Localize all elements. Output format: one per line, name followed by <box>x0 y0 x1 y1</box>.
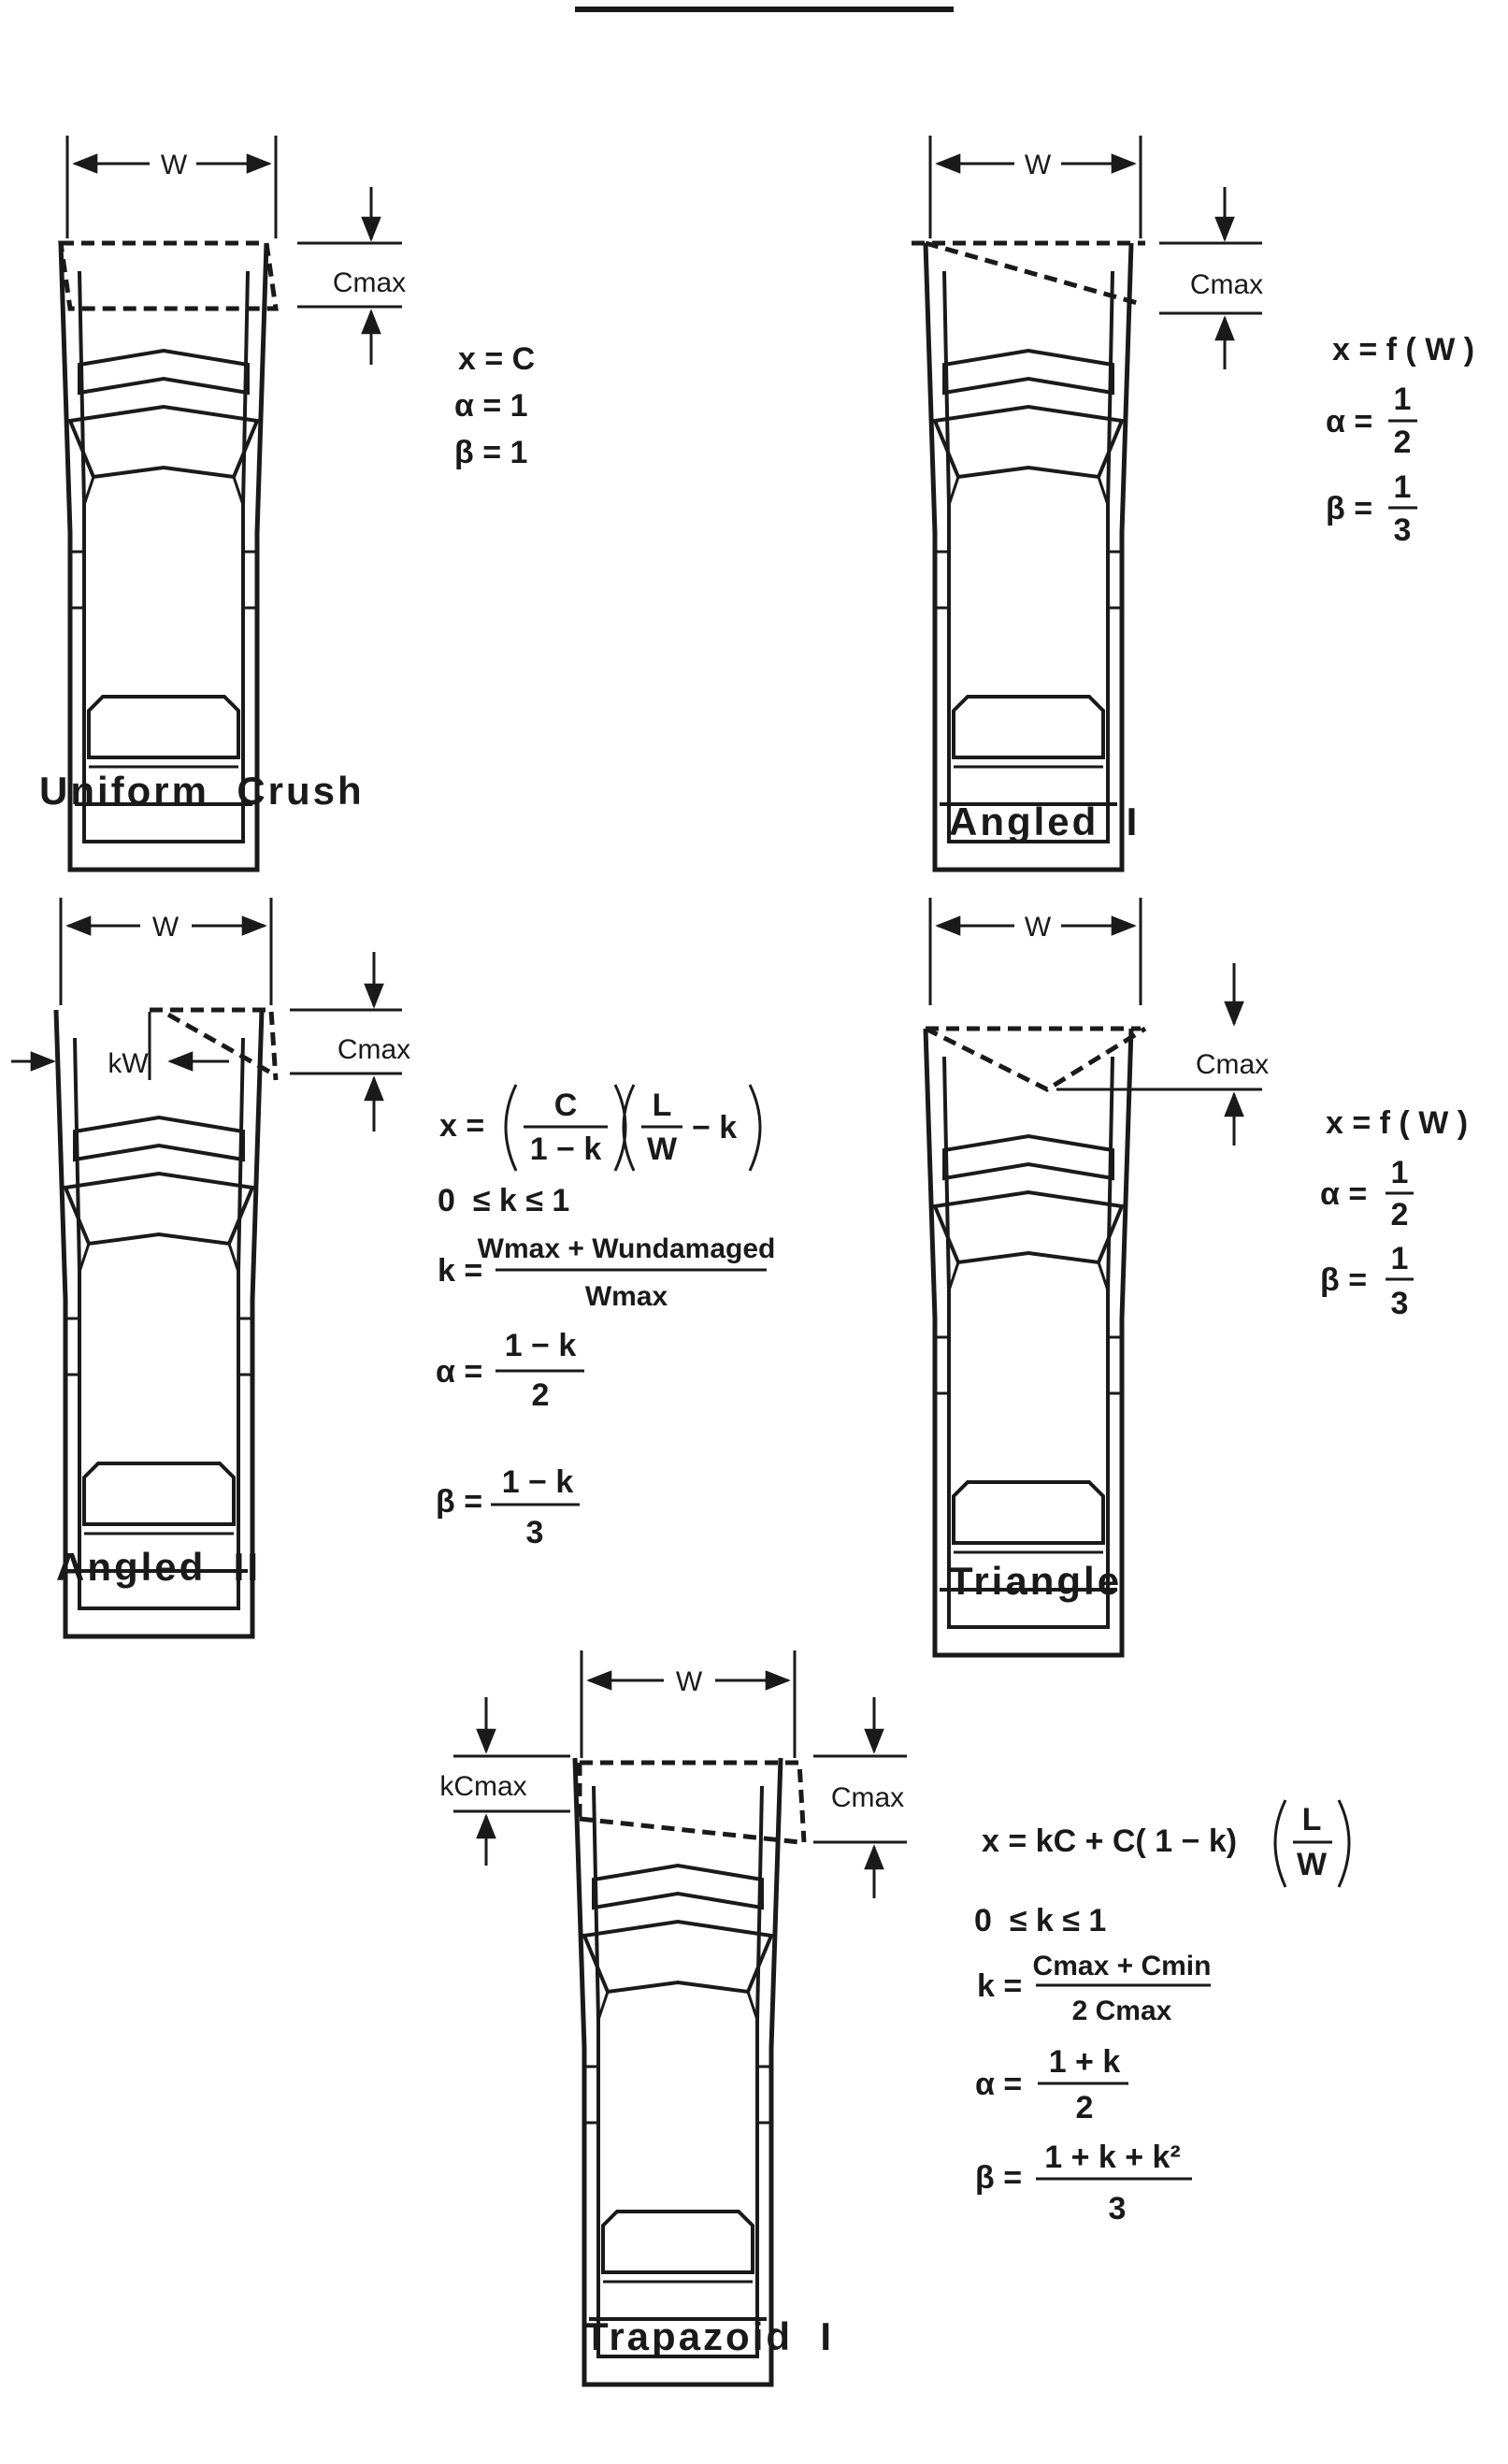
trapezoid-1-dimensions: W kCmax Cmax <box>439 1650 907 1898</box>
left-paren <box>622 1084 636 1172</box>
crush-zone-outline <box>912 240 1145 307</box>
eq-alpha-lhs: α = <box>1326 404 1372 439</box>
eq-beta-den: 3 <box>1394 512 1412 548</box>
eq-beta-den: 3 <box>1391 1286 1409 1321</box>
eq-x: x = C <box>458 341 535 377</box>
width-label: W <box>676 1666 703 1697</box>
eq-k-lhs: k = <box>977 1968 1022 2004</box>
width-label: W <box>1025 912 1052 943</box>
width-label: W <box>161 150 188 180</box>
eq-beta: β = 1 <box>454 435 527 470</box>
cmax-label: Cmax <box>1196 1049 1269 1080</box>
uniform-crush-equations: x = C α = 1 β = 1 <box>454 341 535 470</box>
eq-beta-lhs: β = <box>436 1484 482 1520</box>
kcmax-label: kCmax <box>439 1771 526 1802</box>
cmax-label: Cmax <box>333 267 406 298</box>
uniform-crush-dimensions: W Cmax <box>65 136 406 365</box>
trapezoid-1-caption: Trapazoid I <box>584 2314 834 2358</box>
eq-k-num: Cmax + Cmin <box>1033 1951 1212 1981</box>
width-label: W <box>152 912 180 943</box>
eq-alpha-num: 1 <box>1394 382 1412 417</box>
eq-minus-k: − k <box>692 1110 737 1146</box>
eq-beta-lhs: β = <box>1320 1262 1367 1298</box>
eq-beta-lhs: β = <box>1326 491 1372 526</box>
kw-label: kW <box>108 1048 149 1079</box>
eq-alpha-den: 2 <box>1394 425 1412 460</box>
eq-alpha: α = 1 <box>454 388 528 424</box>
eq-alpha-den: 2 <box>1076 2090 1094 2125</box>
uniform-crush-caption: Uniform Crush <box>39 769 365 813</box>
eq-k-den: Wmax <box>585 1281 668 1312</box>
eq-alpha-lhs: α = <box>1320 1176 1367 1212</box>
right-paren <box>748 1084 762 1172</box>
angled-1-equations: x = f ( W ) α = 1 2 β = 1 3 <box>1326 332 1474 548</box>
angled-1-panel <box>912 240 1145 870</box>
car-outline <box>575 1758 781 2385</box>
car-outline <box>926 243 1131 870</box>
trapezoid-1-equations: x = kC + C( 1 − k) L W 0 ≤ k ≤ 1 k = Cma… <box>974 1799 1351 2226</box>
left-paren <box>1273 1799 1287 1888</box>
angled-1-dimensions: W Cmax <box>928 136 1263 369</box>
eq-x: x = f ( W ) <box>1332 332 1474 367</box>
eq-c: C <box>554 1088 578 1123</box>
uniform-crush-panel <box>58 240 279 870</box>
eq-beta-num: 1 − k <box>502 1464 574 1500</box>
right-paren <box>1337 1799 1351 1888</box>
eq-one-minus-k: 1 − k <box>530 1131 602 1167</box>
eq-alpha-num: 1 <box>1391 1155 1409 1190</box>
angled-2-dimensions: W Cmax kW <box>11 898 410 1131</box>
eq-k-lhs: k = <box>438 1253 482 1289</box>
eq-range: 0 ≤ k ≤ 1 <box>438 1183 569 1218</box>
eq-w: W <box>1297 1847 1328 1882</box>
eq-alpha-lhs: α = <box>975 2067 1022 2102</box>
crush-zone-outline <box>577 1760 807 1845</box>
cmax-label: Cmax <box>831 1782 904 1813</box>
eq-w: W <box>647 1131 678 1167</box>
cmax-label: Cmax <box>338 1034 410 1065</box>
angled-2-equations: x = C 1 − k L W − k 0 ≤ k ≤ 1 k = Wmax +… <box>436 1084 776 1550</box>
cmax-label: Cmax <box>1190 269 1263 300</box>
eq-x-lhs: x = kC + C( 1 − k) <box>982 1823 1237 1859</box>
crush-zone-outline <box>150 1007 279 1081</box>
width-label: W <box>1025 150 1052 180</box>
eq-l: L <box>1302 1802 1322 1837</box>
eq-beta-num: 1 <box>1391 1241 1409 1276</box>
triangle-equations: x = f ( W ) α = 1 2 β = 1 3 <box>1320 1105 1468 1321</box>
eq-alpha-lhs: α = <box>436 1354 482 1390</box>
angled-2-caption: Angled II <box>56 1545 261 1589</box>
eq-alpha-den: 2 <box>1391 1197 1409 1232</box>
angled-1-caption: Angled I <box>949 800 1140 843</box>
car-outline <box>56 1010 262 1636</box>
eq-k-den: 2 Cmax <box>1072 1996 1172 2026</box>
angled-2-panel <box>56 1007 279 1636</box>
crush-zone-outline <box>58 240 279 311</box>
eq-beta-num: 1 + k + k² <box>1044 2140 1181 2175</box>
crush-zone-outline <box>924 1026 1147 1092</box>
eq-beta-den: 3 <box>1109 2191 1127 2226</box>
trapezoid-1-panel <box>575 1758 807 2385</box>
eq-alpha-num: 1 − k <box>505 1328 577 1363</box>
eq-l: L <box>653 1088 672 1123</box>
triangle-dimensions: W Cmax <box>928 898 1269 1146</box>
eq-k-num: Wmax + Wundamaged <box>478 1233 776 1264</box>
triangle-panel <box>924 1026 1147 1655</box>
eq-alpha-den: 2 <box>532 1377 550 1413</box>
eq-x: x = f ( W ) <box>1326 1105 1468 1141</box>
eq-beta-num: 1 <box>1394 469 1412 505</box>
eq-x-lhs: x = <box>439 1108 484 1144</box>
right-paren <box>613 1084 627 1172</box>
left-paren <box>504 1084 518 1172</box>
eq-beta-den: 3 <box>526 1515 544 1550</box>
triangle-caption: Triangle <box>949 1559 1122 1603</box>
eq-beta-lhs: β = <box>975 2160 1022 2196</box>
eq-range: 0 ≤ k ≤ 1 <box>974 1903 1106 1938</box>
eq-alpha-num: 1 + k <box>1049 2044 1121 2080</box>
